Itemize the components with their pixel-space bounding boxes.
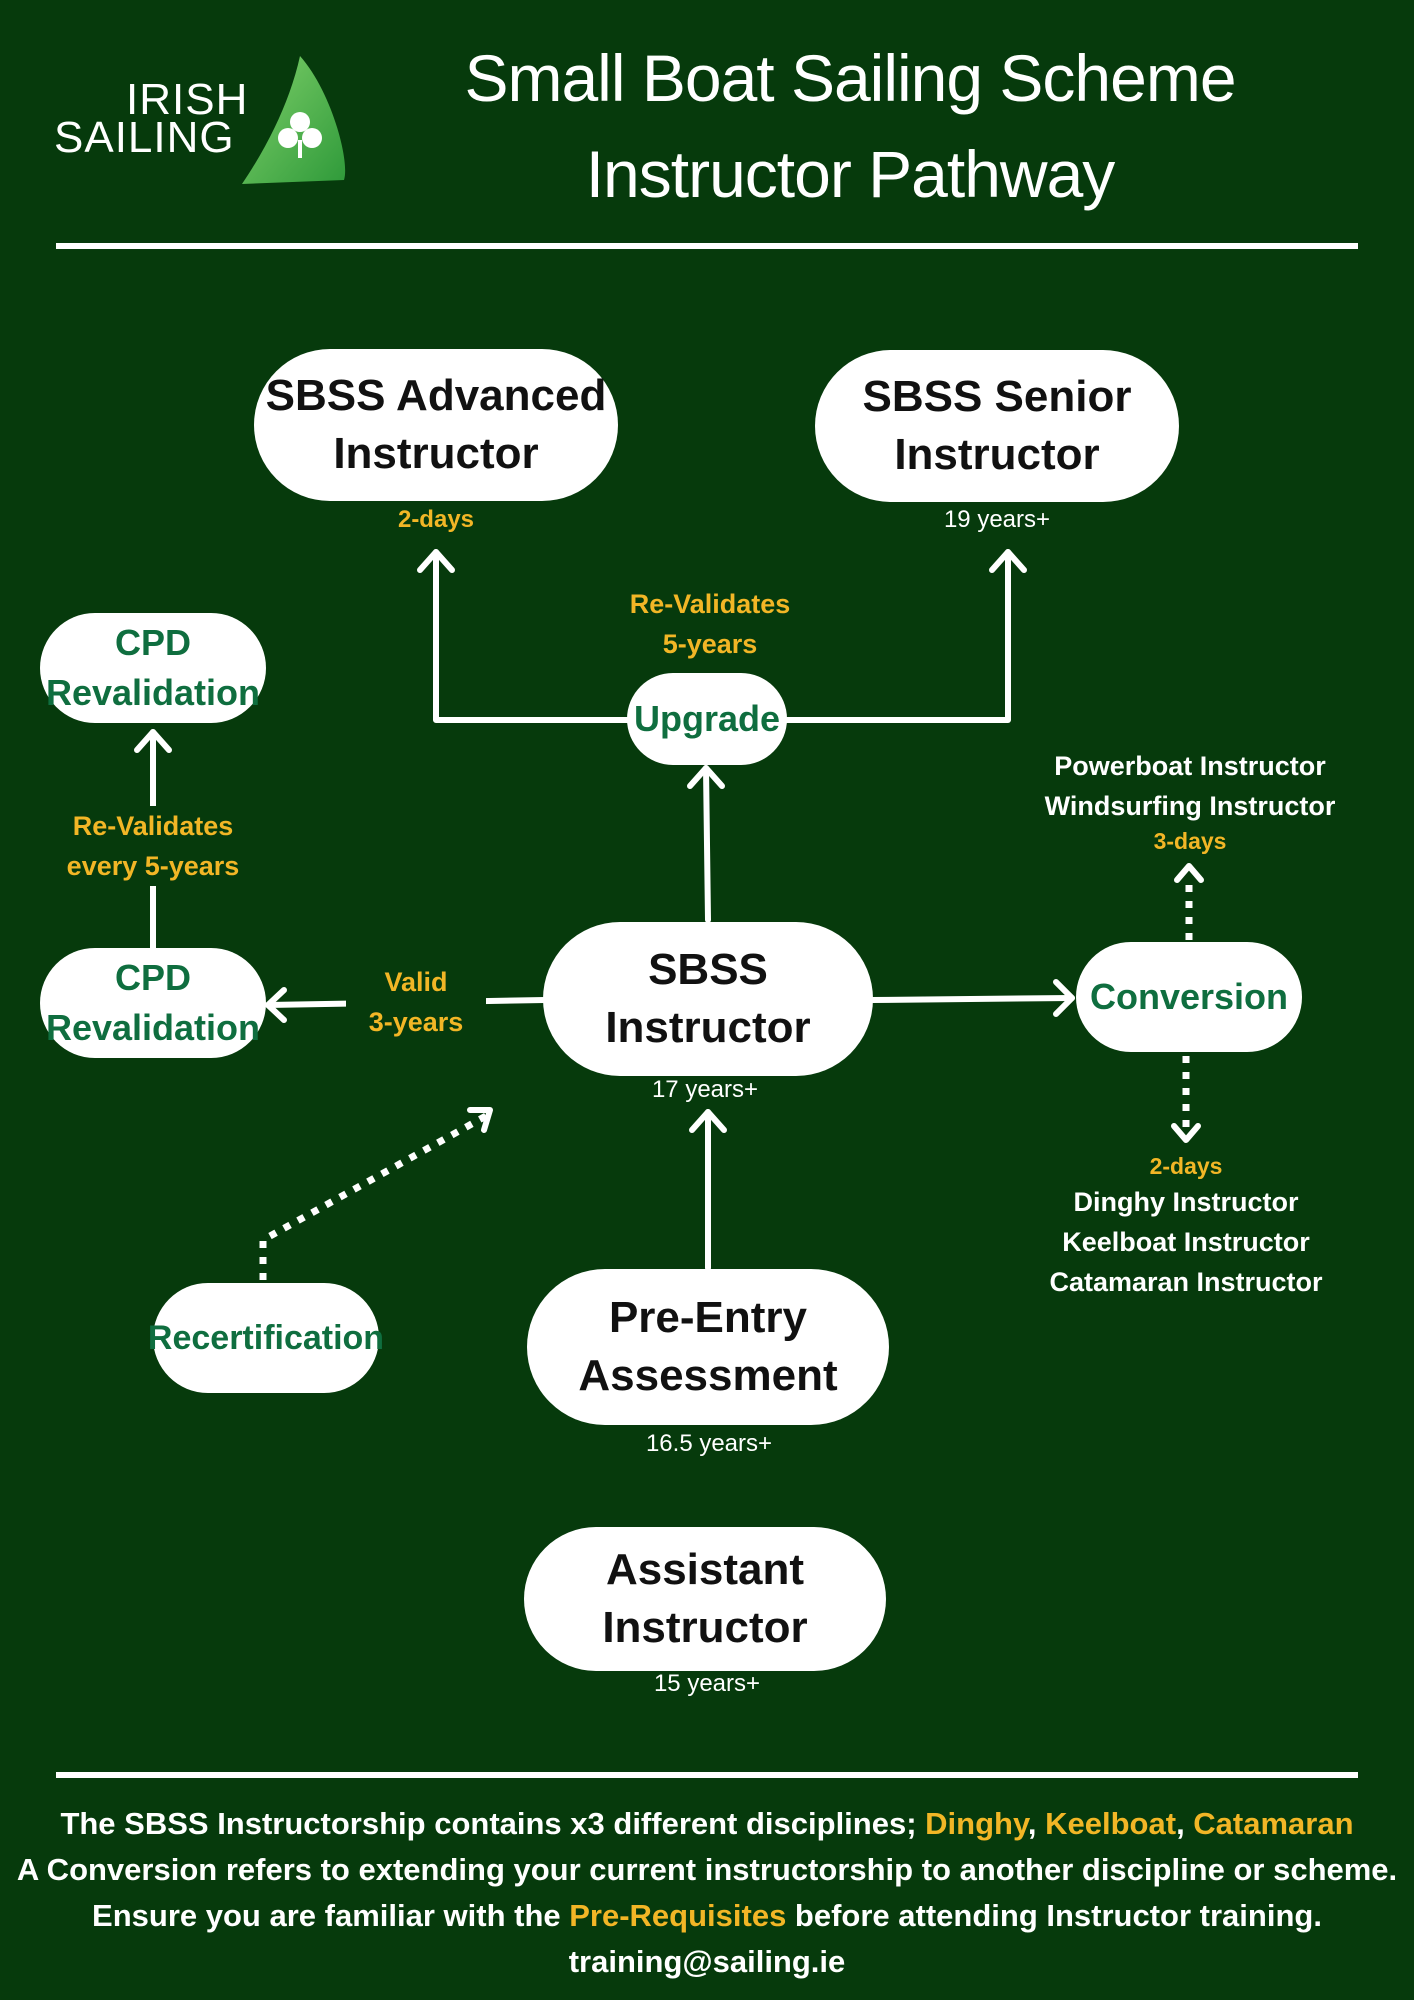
valid-line2: 3-years bbox=[368, 1007, 464, 1037]
discipline-dinghy: Dinghy bbox=[925, 1806, 1028, 1841]
valid-duration-note: Valid 3-years bbox=[346, 962, 486, 1042]
instructor-age: 17 years+ bbox=[651, 1076, 759, 1103]
conversion-up-line2: Windsurfing Instructor bbox=[1044, 791, 1336, 821]
instructor-line2: Instructor bbox=[605, 1003, 811, 1052]
senior-line2: Instructor bbox=[894, 430, 1100, 479]
discipline-keelboat: Keelboat bbox=[1045, 1806, 1177, 1841]
recertification-label: Recertification bbox=[147, 1319, 385, 1357]
conversion-down-line1: Dinghy Instructor bbox=[1073, 1187, 1299, 1217]
footer-line3-text-a: Ensure you are familiar with the bbox=[92, 1898, 570, 1933]
senior-age: 19 years+ bbox=[943, 506, 1051, 533]
page-title: Small Boat Sailing Scheme Instructor Pat… bbox=[430, 30, 1270, 222]
instructor-to-conversion-line bbox=[869, 995, 1075, 1003]
advanced-line1: SBSS Advanced bbox=[265, 371, 607, 420]
upgrade-to-senior-line bbox=[783, 549, 1011, 723]
logo-line2: SAILING bbox=[54, 113, 235, 162]
footer-line2: A Conversion refers to extending your cu… bbox=[16, 1852, 1398, 1887]
recertification-dotted bbox=[259, 1112, 488, 1280]
recertification-arrowhead bbox=[467, 1107, 493, 1133]
cpd-revalidation-top-node: CPD Revalidation bbox=[40, 613, 266, 723]
cpd-top-line1: CPD bbox=[114, 622, 191, 663]
irish-sailing-logo: IRISH SAILING bbox=[52, 52, 352, 192]
upgrade-to-advanced-line bbox=[433, 549, 631, 723]
prerequisites-link[interactable]: Pre-Requisites bbox=[569, 1898, 787, 1933]
upgrade-note-line1: Re-Validates bbox=[629, 589, 791, 619]
preentry-line1: Pre-Entry bbox=[608, 1293, 808, 1342]
conversion-up-line1: Powerboat Instructor bbox=[1054, 751, 1326, 781]
conversion-up-arrowhead bbox=[1174, 863, 1204, 883]
cpd-top-line2: Revalidation bbox=[45, 672, 261, 713]
advanced-line2: Instructor bbox=[333, 429, 539, 478]
title-line1: Small Boat Sailing Scheme bbox=[464, 41, 1236, 115]
discipline-catamaran: Catamaran bbox=[1193, 1806, 1354, 1841]
sail-icon bbox=[242, 56, 346, 184]
preentry-age: 16.5 years+ bbox=[645, 1430, 773, 1457]
cpd-bottom-line1: CPD bbox=[114, 957, 191, 998]
assistant-line1: Assistant bbox=[605, 1545, 805, 1594]
cpd-bottom-arrowhead bbox=[265, 987, 287, 1023]
conversion-up-days: 3-days bbox=[1153, 828, 1227, 854]
instructor-to-upgrade-line bbox=[703, 765, 711, 923]
conversion-arrowhead bbox=[1053, 979, 1075, 1017]
assistant-line2: Instructor bbox=[602, 1603, 808, 1652]
conversion-label: Conversion bbox=[1089, 976, 1289, 1017]
conversion-down-options: 2-days Dinghy Instructor Keelboat Instru… bbox=[1016, 1150, 1356, 1302]
conversion-down-arrowhead bbox=[1171, 1123, 1201, 1143]
top-divider bbox=[56, 243, 1358, 249]
conversion-up-options: Powerboat Instructor Windsurfing Instruc… bbox=[1020, 746, 1360, 856]
cpd-revalidation-bottom-node: CPD Revalidation bbox=[40, 948, 266, 1058]
cpd-link-line2: every 5-years bbox=[66, 851, 240, 881]
cpd-bottom-line2: Revalidation bbox=[45, 1007, 261, 1048]
upgrade-arrowhead bbox=[687, 765, 725, 789]
senior-arrowhead bbox=[989, 549, 1027, 573]
conversion-down-line2: Keelboat Instructor bbox=[1062, 1227, 1310, 1257]
assistant-age: 15 years+ bbox=[653, 1670, 761, 1697]
senior-instructor-node: SBSS Senior Instructor bbox=[815, 350, 1179, 502]
instructor-line1: SBSS bbox=[648, 945, 768, 994]
recertification-node: Recertification bbox=[148, 1283, 384, 1393]
footer-sep1: , bbox=[1027, 1806, 1046, 1841]
bottom-divider bbox=[56, 1772, 1358, 1778]
logo-line1: IRISH bbox=[126, 75, 249, 124]
upgrade-node: Upgrade bbox=[627, 673, 787, 765]
footer-line1: The SBSS Instructorship contains x3 diff… bbox=[0, 1801, 1414, 1847]
preentry-line2: Assessment bbox=[578, 1351, 838, 1400]
assistant-instructor-node: Assistant Instructor bbox=[524, 1527, 886, 1671]
advanced-arrowhead bbox=[417, 549, 455, 573]
footer-line3: Ensure you are familiar with the Pre-Req… bbox=[0, 1893, 1414, 1939]
footer-line3-text-b: before attending Instructor training. bbox=[786, 1898, 1322, 1933]
instructor-arrowhead bbox=[689, 1109, 727, 1133]
advanced-duration: 2-days bbox=[397, 506, 475, 533]
footer-line1-text: The SBSS Instructorship contains x3 diff… bbox=[60, 1806, 926, 1841]
cpd-link-line1: Re-Validates bbox=[72, 811, 234, 841]
sbss-instructor-node: SBSS Instructor bbox=[543, 922, 873, 1076]
advanced-instructor-node: SBSS Advanced Instructor bbox=[254, 349, 618, 501]
conversion-node: Conversion bbox=[1076, 942, 1302, 1052]
cpd-revalidates-note: Re-Validates every 5-years bbox=[20, 806, 286, 886]
upgrade-note-line2: 5-years bbox=[662, 629, 758, 659]
conversion-down-line3: Catamaran Instructor bbox=[1049, 1267, 1323, 1297]
cpd-top-arrowhead bbox=[134, 729, 172, 753]
preentry-assessment-node: Pre-Entry Assessment bbox=[527, 1269, 889, 1425]
valid-line1: Valid bbox=[384, 967, 448, 997]
conversion-down-days: 2-days bbox=[1149, 1153, 1223, 1179]
footer-sep2: , bbox=[1176, 1806, 1194, 1841]
upgrade-revalidates-note: Re-Validates 5-years bbox=[570, 584, 850, 664]
title-line2: Instructor Pathway bbox=[585, 137, 1116, 211]
senior-line1: SBSS Senior bbox=[862, 372, 1132, 421]
contact-email[interactable]: training@sailing.ie bbox=[568, 1944, 846, 1979]
upgrade-label: Upgrade bbox=[633, 698, 781, 739]
footer: The SBSS Instructorship contains x3 diff… bbox=[0, 1801, 1414, 1985]
